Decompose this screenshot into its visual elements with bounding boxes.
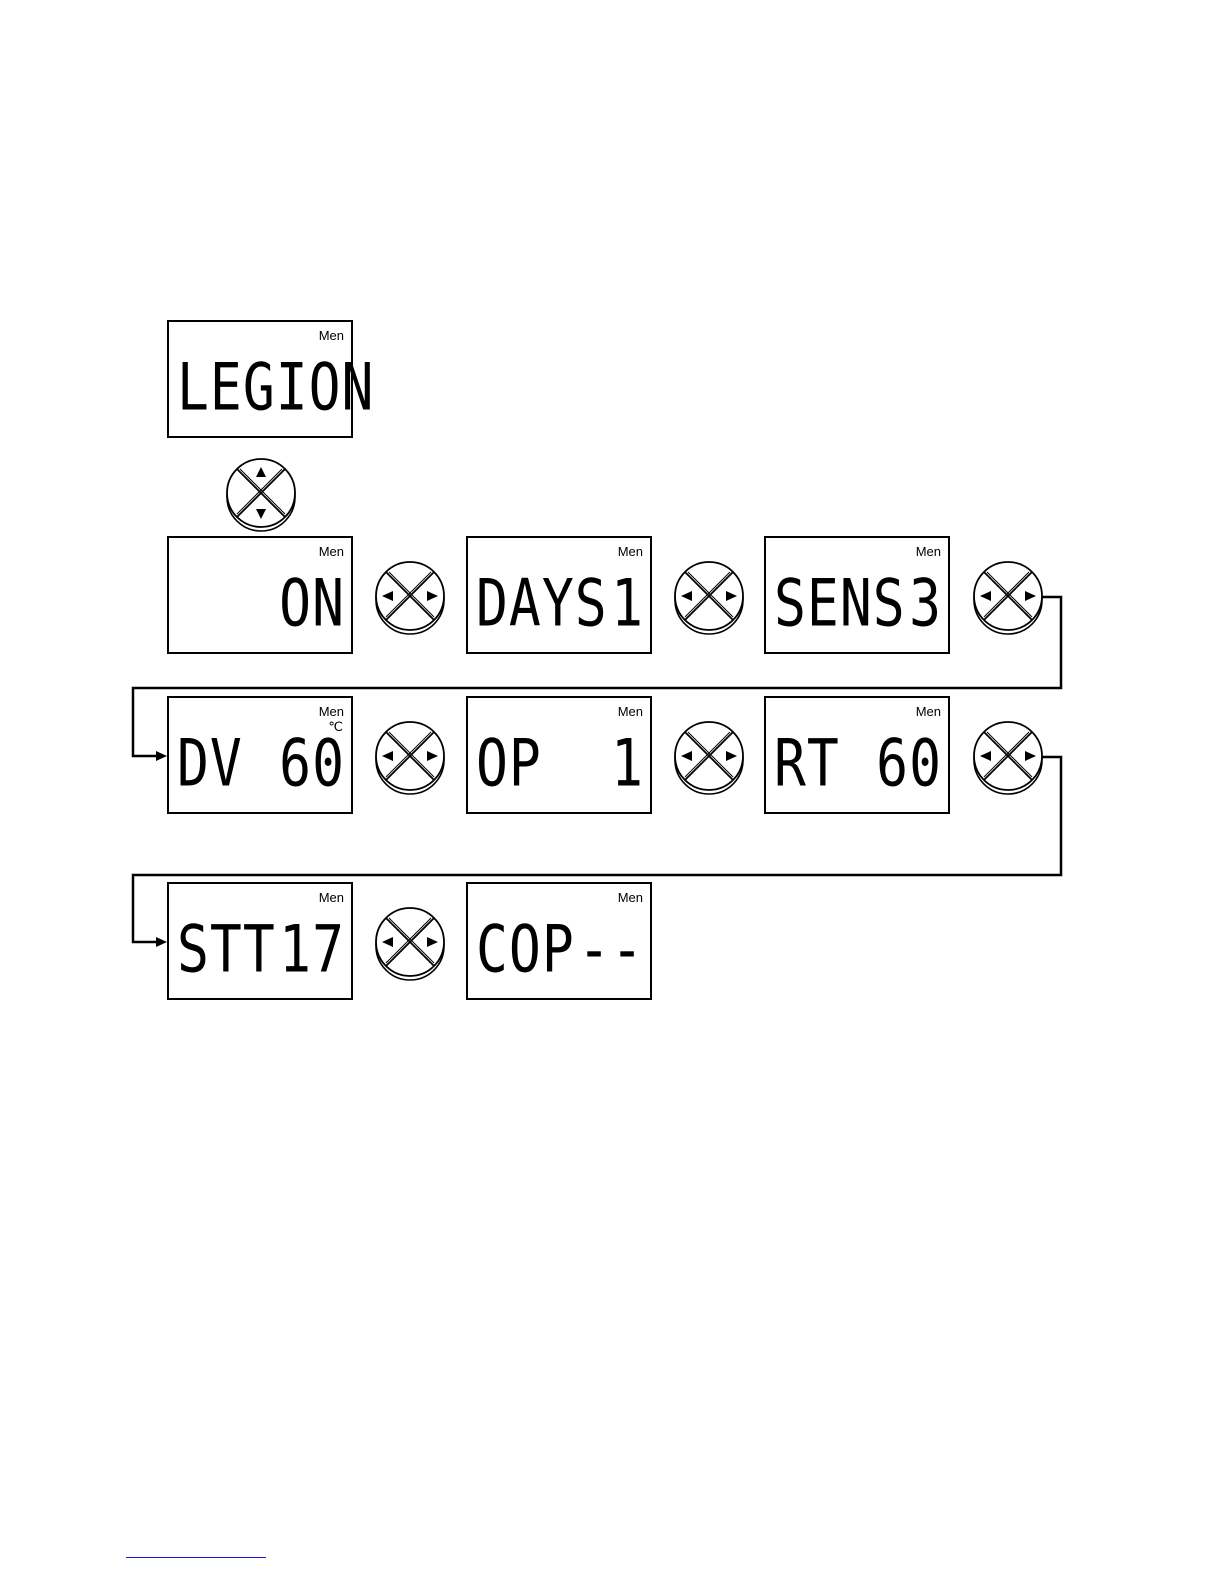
lcd-screen-days: Men DAYS 1 [466,536,652,654]
menu-indicator: Men [618,704,643,719]
segment-display: RT 60 [774,727,942,803]
left-right-navigation-dial-icon[interactable] [372,560,448,638]
menu-indicator: Men [916,704,941,719]
segment-left-text: STT [177,913,276,989]
lcd-screen-stt: Men STT 17 [167,882,353,1000]
segment-right-text: 1 [611,727,644,803]
segment-display: SENS 3 [774,567,942,643]
segment-right-text: -- [578,913,644,989]
segment-display: LEGION [177,351,345,427]
segment-display: ON [177,567,345,643]
lcd-screen-legion: Men LEGION [167,320,353,438]
menu-indicator: Men [319,544,344,559]
segment-right-text: 60 [876,727,942,803]
menu-indicator: Men [916,544,941,559]
segment-display: STT 17 [177,913,345,989]
left-right-navigation-dial-icon[interactable] [372,720,448,798]
segment-left-text: RT [774,727,840,803]
menu-indicator: Men [618,890,643,905]
menu-indicator: Men [319,704,344,719]
lcd-screen-sens: Men SENS 3 [764,536,950,654]
lcd-screen-rt: Men RT 60 [764,696,950,814]
segment-right-text: 60 [279,727,345,803]
arrowhead-row3 [156,937,167,947]
segment-right-text: 3 [909,567,942,643]
segment-left-text: COP [476,913,575,989]
segment-display: DAYS 1 [476,567,644,643]
lcd-screen-op: Men OP 1 [466,696,652,814]
left-right-navigation-dial-icon[interactable] [970,720,1046,798]
lcd-screen-dv: Men ℃ DV 60 [167,696,353,814]
arrowhead-row2 [156,751,167,761]
lcd-screen-on: Men ON [167,536,353,654]
segment-left-text: LEGION [177,351,374,427]
segment-display: OP 1 [476,727,644,803]
segment-display: DV 60 [177,727,345,803]
segment-left-text: OP [476,727,542,803]
segment-left-text: DAYS [476,567,608,643]
footer-link-underline [126,1557,266,1558]
segment-right-text: 17 [279,913,345,989]
segment-left-text: SENS [774,567,906,643]
left-right-navigation-dial-icon[interactable] [671,560,747,638]
up-down-navigation-dial-icon[interactable] [223,457,299,535]
segment-display: COP -- [476,913,644,989]
lcd-screen-cop: Men COP -- [466,882,652,1000]
menu-indicator: Men [319,890,344,905]
segment-right-text: 1 [611,567,644,643]
menu-indicator: Men [618,544,643,559]
menu-indicator: Men [319,328,344,343]
segment-right-text: ON [279,567,345,643]
segment-left-text: DV [177,727,243,803]
left-right-navigation-dial-icon[interactable] [372,906,448,984]
left-right-navigation-dial-icon[interactable] [970,560,1046,638]
left-right-navigation-dial-icon[interactable] [671,720,747,798]
